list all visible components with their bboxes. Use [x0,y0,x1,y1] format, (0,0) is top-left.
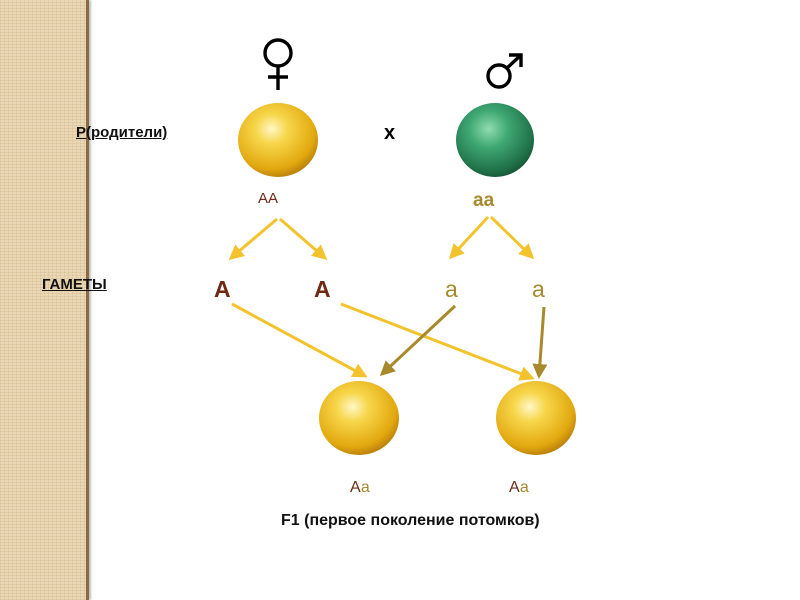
offspring-cell-2 [496,381,576,455]
offspring-2-allele-recessive: а [520,479,529,496]
offspring-genotype-1: Аа [350,479,370,496]
female-genotype: АА [258,190,278,207]
female-symbol-icon [265,40,291,90]
gamete-female-2: А [314,276,331,302]
cross-symbol: х [384,122,395,144]
arrow-female-to-gamete-2 [280,219,325,258]
female-parent-cell [238,103,318,177]
offspring-cell-1 [319,381,399,455]
arrow-gamete-a1-to-offspring-1 [382,306,455,374]
gamete-male-2: а [532,276,545,302]
offspring-1-allele-recessive: а [361,479,370,496]
gamete-female-1: А [214,276,231,302]
gamete-to-offspring-arrows [232,304,544,378]
parent-to-gamete-arrows [231,217,532,258]
offspring-1-allele-dominant: А [350,479,361,496]
arrow-female-to-gamete-1 [231,219,277,258]
offspring-genotype-2: Аа [509,479,529,496]
arrow-male-to-gamete-2 [491,217,532,257]
offspring-2-allele-dominant: А [509,479,520,496]
arrow-gamete-a2-to-offspring-2 [539,307,544,376]
male-parent-cell [456,103,534,177]
male-symbol-icon [488,55,521,87]
arrow-gamete-A1-to-offspring-1 [232,304,365,376]
arrow-male-to-gamete-1 [451,217,488,257]
gamete-male-1: а [445,276,458,302]
male-genotype: аа [473,190,495,211]
arrow-gamete-A2-to-offspring-2 [341,304,532,378]
